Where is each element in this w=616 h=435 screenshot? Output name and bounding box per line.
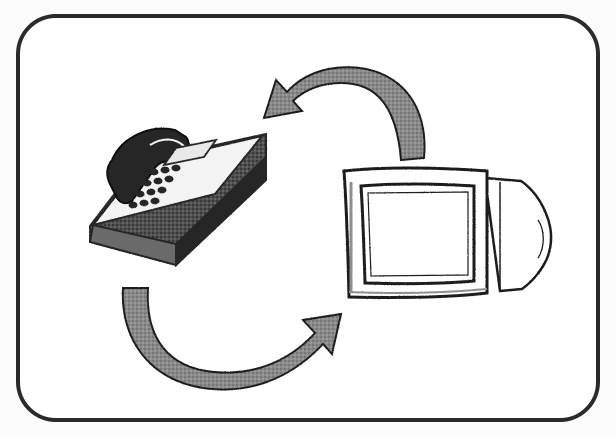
monitor-icon [344,168,551,298]
